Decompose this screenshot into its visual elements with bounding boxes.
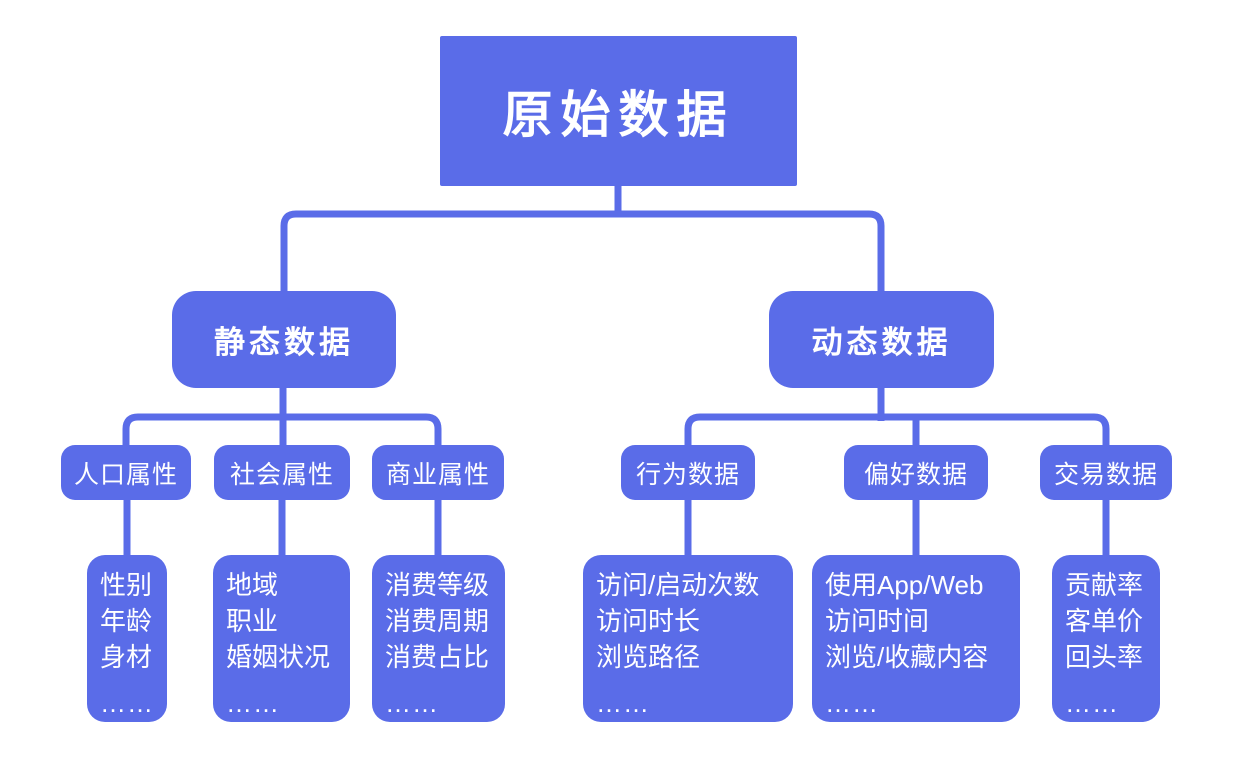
- leaf-preference-items: 使用App/Web 访问时间 浏览/收藏内容 ……: [812, 555, 1020, 722]
- leaf-item: 消费周期: [385, 606, 490, 636]
- leaf-item-ellipsis: ……: [226, 688, 280, 718]
- node-raw-data-label: 原始数据: [502, 87, 735, 143]
- leaf-item-ellipsis: ……: [596, 688, 650, 718]
- node-business-attributes-label: 商业属性: [385, 460, 490, 489]
- leaf-item: 访问时间: [825, 606, 930, 636]
- leaf-item: 访问/启动次数: [596, 570, 760, 600]
- leaf-social-items: 地域 职业 婚姻状况 ……: [213, 555, 350, 722]
- connector-dynamic-fan: [684, 413, 1110, 445]
- leaf-item: 浏览/收藏内容: [825, 642, 989, 672]
- leaf-item: 访问时长: [596, 606, 701, 636]
- node-raw-data: 原始数据: [440, 36, 797, 186]
- leaf-item-ellipsis: ……: [1065, 688, 1119, 718]
- node-social-attributes-label: 社会属性: [229, 460, 334, 489]
- leaf-item: 贡献率: [1065, 570, 1144, 600]
- leaf-item: 客单价: [1065, 606, 1144, 636]
- leaf-item: 回头率: [1065, 642, 1144, 672]
- leaf-item-ellipsis: ……: [100, 688, 154, 718]
- leaf-item: 消费占比: [385, 642, 490, 672]
- leaf-demographic-items: 性别 年龄 身材 ……: [87, 555, 167, 722]
- leaf-item: 性别: [100, 570, 153, 600]
- node-static-data: 静态数据: [172, 291, 396, 388]
- connector-static-fan: [122, 413, 442, 445]
- node-transaction-data: 交易数据: [1040, 445, 1172, 500]
- leaf-item-ellipsis: ……: [385, 688, 439, 718]
- node-behavior-data-label: 行为数据: [635, 460, 740, 489]
- leaf-transaction-items: 贡献率 客单价 回头率 ……: [1052, 555, 1160, 722]
- leaf-item-ellipsis: ……: [825, 688, 879, 718]
- node-dynamic-data-label: 动态数据: [811, 325, 952, 360]
- leaf-item: 消费等级: [385, 570, 490, 600]
- node-dynamic-data: 动态数据: [769, 291, 994, 388]
- node-demographic-attributes-label: 人口属性: [73, 460, 178, 489]
- leaf-item: 地域: [226, 570, 279, 600]
- leaf-behavior-items: 访问/启动次数 访问时长 浏览路径 ……: [583, 555, 793, 722]
- node-demographic-attributes: 人口属性: [61, 445, 191, 500]
- leaf-item: 浏览路径: [596, 642, 701, 672]
- node-transaction-data-label: 交易数据: [1053, 460, 1158, 489]
- connector-root-to-level2: [280, 210, 885, 291]
- leaf-item: 使用App/Web: [825, 570, 984, 600]
- node-static-data-label: 静态数据: [214, 325, 354, 360]
- leaf-item: 年龄: [100, 606, 153, 636]
- leaf-item: 职业: [226, 606, 279, 636]
- node-preference-data-label: 偏好数据: [863, 460, 968, 489]
- leaf-item: 身材: [100, 642, 153, 672]
- node-business-attributes: 商业属性: [372, 445, 504, 500]
- node-behavior-data: 行为数据: [621, 445, 755, 500]
- node-preference-data: 偏好数据: [844, 445, 988, 500]
- leaf-business-items: 消费等级 消费周期 消费占比 ……: [372, 555, 505, 722]
- node-social-attributes: 社会属性: [214, 445, 350, 500]
- leaf-item: 婚姻状况: [226, 642, 331, 672]
